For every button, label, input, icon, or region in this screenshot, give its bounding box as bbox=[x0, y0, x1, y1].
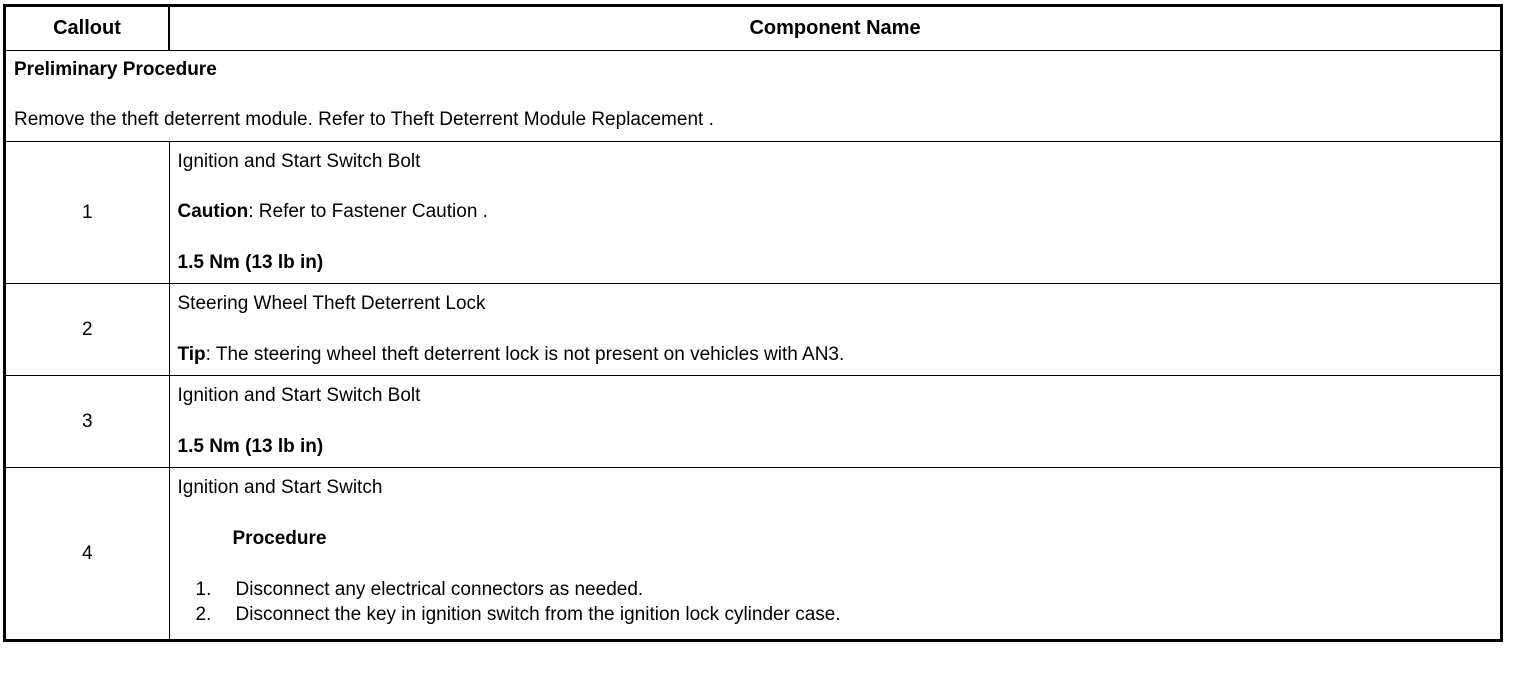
component-table: Callout Component Name Preliminary Proce… bbox=[3, 4, 1503, 643]
step-number: 2. bbox=[195, 603, 212, 625]
callout-number: 3 bbox=[4, 375, 170, 469]
component-title: Ignition and Start Switch bbox=[177, 477, 383, 499]
component-title: Ignition and Start Switch Bolt bbox=[177, 150, 421, 172]
caution-note: Caution: Refer to Fastener Caution . bbox=[178, 202, 1493, 223]
table-row: 3 Ignition and Start Switch Bolt 1.5 Nm … bbox=[4, 375, 1502, 469]
table-row: 1 Ignition and Start Switch Bolt Caution… bbox=[4, 140, 1502, 285]
component-name-cell: Ignition and Start Switch Bolt 1.5 Nm (1… bbox=[168, 375, 1502, 469]
list-item: 2. Disconnect the key in ignition switch … bbox=[178, 604, 1493, 625]
column-header-component-name: Component Name bbox=[168, 5, 1502, 51]
component-name-cell: Ignition and Start Switch Procedure 1. Di… bbox=[168, 467, 1502, 642]
step-number: 1. bbox=[195, 578, 212, 600]
callout-number: 2 bbox=[4, 283, 170, 377]
table-row: 2 Steering Wheel Theft Deterrent Lock Ti… bbox=[4, 283, 1502, 377]
procedure-heading: Procedure bbox=[232, 528, 327, 549]
component-name-cell: Steering Wheel Theft Deterrent Lock Tip:… bbox=[168, 283, 1502, 377]
callout-number: 1 bbox=[4, 140, 170, 285]
step-text: Disconnect any electrical connectors as … bbox=[235, 578, 644, 600]
torque-spec: 1.5 Nm (13 lb in) bbox=[177, 435, 324, 457]
procedure-step-list: 1. Disconnect any electrical connectors a… bbox=[178, 579, 1493, 626]
component-name-cell: Ignition and Start Switch Bolt Caution: … bbox=[168, 140, 1502, 285]
preliminary-procedure-title: Preliminary Procedure bbox=[14, 59, 217, 80]
tip-text: : The steering wheel theft deterrent loc… bbox=[205, 343, 845, 365]
tip-label: Tip bbox=[177, 343, 206, 365]
caution-text: : Refer to Fastener Caution . bbox=[248, 201, 488, 223]
preliminary-procedure-text: Remove the theft deterrent module. Refer… bbox=[14, 108, 714, 130]
table-header-row: Callout Component Name bbox=[4, 5, 1502, 51]
component-title: Steering Wheel Theft Deterrent Lock bbox=[177, 293, 486, 315]
column-header-callout: Callout bbox=[4, 5, 170, 51]
callout-number: 4 bbox=[4, 467, 170, 642]
preliminary-procedure-row: Preliminary Procedure Remove the theft d… bbox=[4, 50, 1502, 142]
torque-spec: 1.5 Nm (13 lb in) bbox=[177, 251, 324, 273]
preliminary-procedure-cell: Preliminary Procedure Remove the theft d… bbox=[4, 50, 1502, 142]
step-text: Disconnect the key in ignition switch fr… bbox=[235, 603, 841, 625]
caution-label: Caution bbox=[177, 201, 249, 223]
tip-note: Tip: The steering wheel theft deterrent … bbox=[177, 343, 1493, 366]
table-row: 4 Ignition and Start Switch Procedure 1.… bbox=[4, 467, 1502, 642]
component-title: Ignition and Start Switch Bolt bbox=[177, 385, 421, 407]
list-item: 1. Disconnect any electrical connectors a… bbox=[178, 579, 1493, 600]
